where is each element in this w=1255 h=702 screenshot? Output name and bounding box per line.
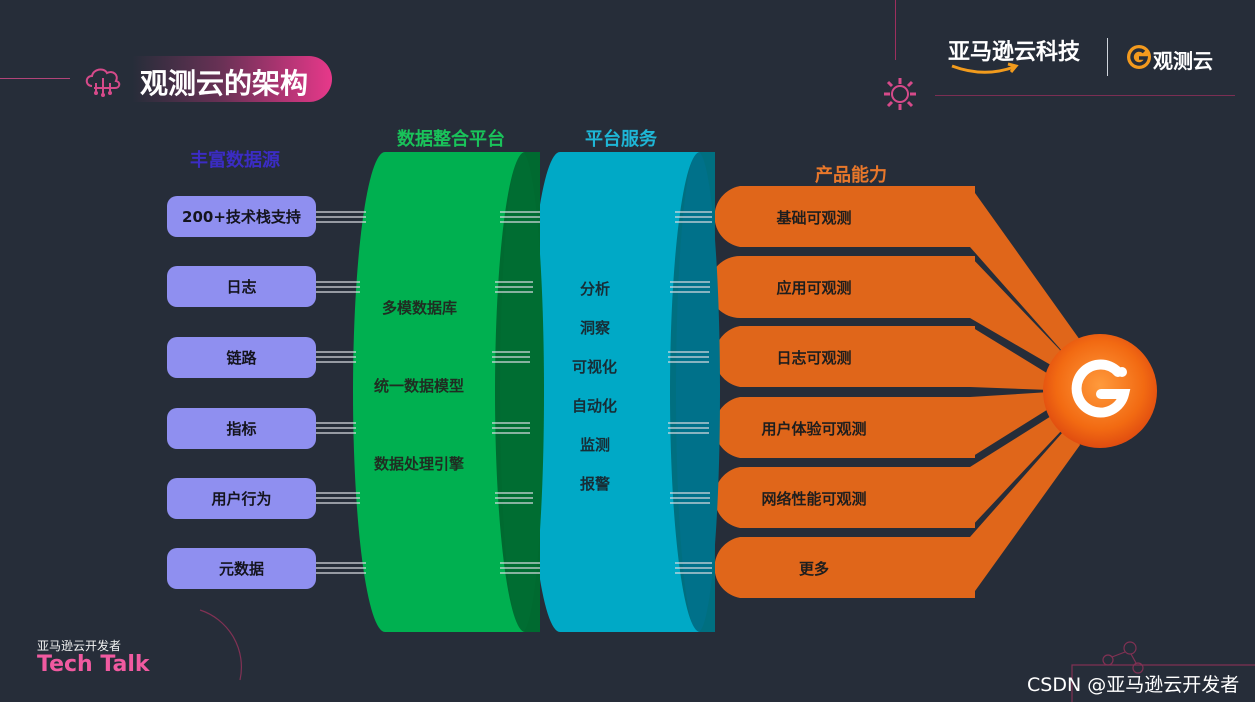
services-cylinder-face [528,152,700,632]
capability-bar [714,537,975,598]
center-logo-mark [1071,359,1131,418]
service-item: 分析 [580,280,611,298]
integration-cylinder-right [500,152,544,632]
capability-item: 网络性能可观测 [761,490,867,508]
integration-item: 数据处理引擎 [374,455,465,473]
footer-brand-small: 亚马逊云开发者 [37,639,122,653]
decor-line [895,0,896,60]
aws-brand-text: 亚马逊云科技 [948,40,1081,65]
capability-fan [970,326,1050,390]
service-item: 可视化 [572,358,618,376]
integration-item: 统一数据模型 [374,377,465,395]
capability-fan [970,413,1062,528]
capability-bar [714,186,975,247]
brand-separator [1107,38,1108,76]
integration-label: 数据整合平台 [397,129,505,150]
capability-fan-group [970,186,1080,598]
capability-item: 基础可观测 [776,209,852,227]
service-item: 洞察 [580,319,611,337]
capability-fan [970,392,1050,458]
source-item: 用户行为 [167,478,316,519]
service-item: 监测 [580,436,611,454]
decor-line [935,95,1235,96]
decor-network [199,609,1255,702]
capability-item: 更多 [798,560,829,578]
guance-brand-text: 观测云 [1153,49,1213,73]
page-title: 观测云的架构 [140,67,309,100]
source-item: 元数据 [167,548,316,589]
connector-lines [316,211,712,574]
footer-brand-big: Tech Talk [37,652,150,677]
capability-fan [970,256,1060,368]
guance-logo-icon [1127,45,1151,69]
integration-item: 多模数据库 [382,299,458,317]
capability-item: 应用可观测 [776,279,852,297]
capability-fan [970,186,1080,360]
source-item: 指标 [167,408,316,449]
amazon-smile-icon [951,62,1019,74]
capability-item: 日志可观测 [776,349,852,367]
decor-line [0,78,70,79]
integration-cylinder-face [353,152,525,632]
title-highlight [132,56,332,102]
service-item: 自动化 [572,397,618,415]
capability-bar [714,397,975,458]
services-label: 平台服务 [585,129,657,150]
capability-bars [709,186,975,598]
sources-label: 丰富数据源 [190,150,280,171]
source-item: 日志 [167,266,316,307]
capability-bar [714,326,975,387]
capability-bar [714,467,975,528]
services-cylinder-right [676,152,720,632]
capability-item: 用户体验可观测 [761,420,867,438]
source-item: 200+技术栈支持 [167,196,316,237]
watermark: CSDN @亚马逊云开发者 [1027,674,1240,696]
source-item: 链路 [167,337,316,378]
capability-bar [709,256,975,318]
cloud-network-icon [85,68,121,97]
capability-fan [970,424,1080,598]
capabilities-label: 产品能力 [815,165,887,186]
service-item: 报警 [580,475,611,493]
gear-icon [884,78,916,110]
